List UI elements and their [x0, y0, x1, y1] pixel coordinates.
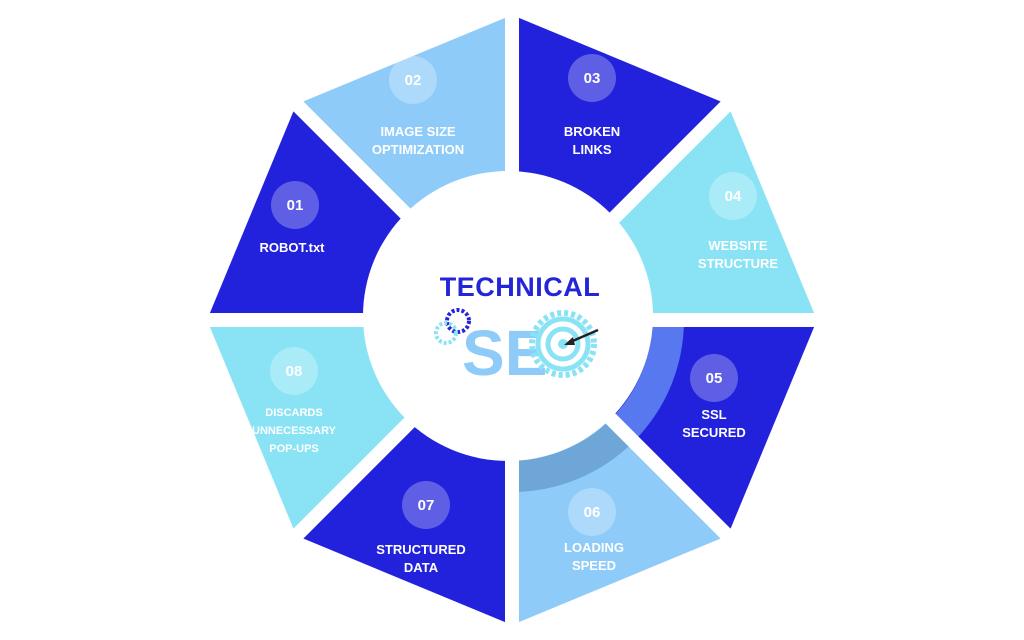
segment-label: LOADING SPEED: [564, 540, 624, 573]
accent-ring-05: [610, 320, 684, 442]
segment-number: 03: [568, 54, 616, 102]
arrow-icon: [564, 328, 599, 345]
segment-number: 01: [271, 181, 319, 229]
segment-label: WEBSITE STRUCTURE: [697, 238, 779, 271]
segment-label: DISCARDS UNNECESSARY POP-UPS: [252, 407, 336, 455]
segment-number: 05: [690, 354, 738, 402]
segment-number: 02: [389, 56, 437, 104]
segment-label: ROBOT.txt: [259, 240, 325, 255]
accent-ring-06: [512, 418, 634, 492]
segment-label: SSL SECURED: [682, 407, 746, 440]
center-circle: [363, 171, 653, 461]
segment-number: 04: [709, 172, 757, 220]
segment-number: 07: [402, 481, 450, 529]
segment-number: 06: [568, 488, 616, 536]
segment-label: STRUCTURED DATA: [376, 542, 466, 575]
center-title: TECHNICAL: [439, 272, 601, 302]
segment-number: 08: [270, 347, 318, 395]
gear-icon: [434, 321, 458, 345]
target-icon: [529, 310, 597, 378]
segment-label: IMAGE SIZE OPTIMIZATION: [371, 124, 465, 157]
segment-label: BROKEN LINKS: [563, 124, 621, 157]
seo-logo-text: SE: [462, 317, 547, 389]
gear-icon: [445, 308, 471, 334]
